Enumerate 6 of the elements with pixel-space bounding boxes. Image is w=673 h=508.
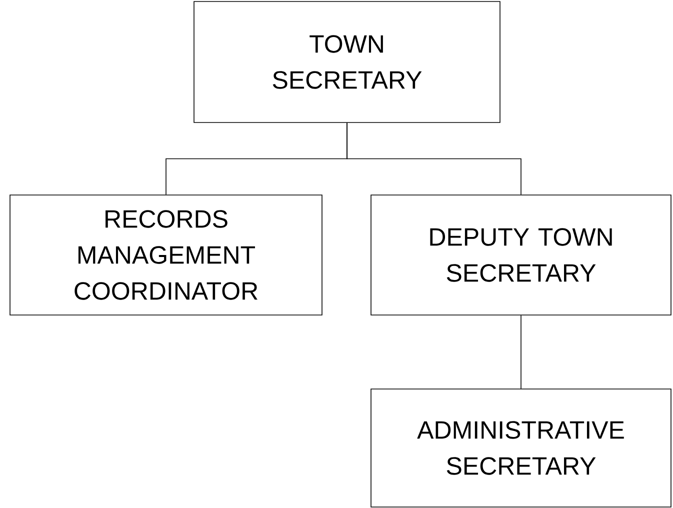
- connector-line: [346, 122, 522, 195]
- connector-line: [520, 315, 522, 389]
- org-box: DEPUTY TOWN SECRETARY: [370, 194, 672, 316]
- org-box: TOWN SECRETARY: [194, 1, 500, 123]
- org-box: RECORDS MANAGEMENT COORDINATOR: [10, 194, 322, 316]
- org-box: ADMINISTRATIVE SECRETARY: [370, 388, 672, 508]
